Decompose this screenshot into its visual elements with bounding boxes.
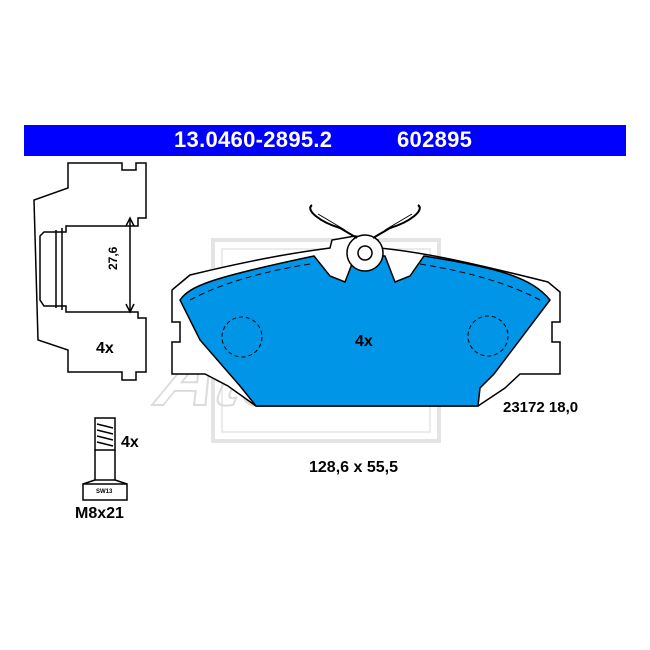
dimension-arrow-top: [125, 216, 135, 227]
spring-wire-right: [372, 204, 421, 239]
clip-quantity-label: 4x: [96, 340, 114, 357]
bolt-quantity-label: 4x: [121, 434, 139, 451]
bolt-size-label: M8x21: [75, 505, 124, 522]
mounting-hole-right: [467, 315, 509, 357]
pad-code-label: 23172 18,0: [503, 399, 579, 416]
wear-line-right: [419, 263, 541, 301]
thread-line: [96, 429, 114, 435]
header-bar: 13.0460-2895.2 602895: [24, 125, 626, 156]
clip-outline: [33, 162, 147, 381]
thread-line: [96, 441, 114, 447]
bolt-wrench-label: SW13: [96, 489, 113, 495]
pad-quantity-label: 4x: [355, 333, 373, 350]
bolt-drawing: [82, 417, 128, 501]
bolt-head-taper-2: [114, 479, 128, 485]
spring-eyelet-hole: [357, 245, 373, 261]
bolt-head: [82, 483, 128, 501]
clip-dimension-label: 27,6: [106, 246, 120, 270]
clip-drawing: [33, 162, 147, 381]
friction-material: [179, 255, 551, 407]
mounting-hole-left: [221, 316, 263, 358]
part-number: 13.0460-2895.2: [174, 127, 333, 152]
pad-dimensions-label: 128,6 x 55,5: [309, 459, 398, 476]
spring-wire-left: [309, 204, 358, 239]
dimension-arrow-bottom: [125, 303, 135, 314]
reference-number: 602895: [397, 127, 473, 152]
bolt-thread: [94, 417, 116, 451]
spring-wire-inner: [317, 213, 413, 231]
thread-line: [96, 435, 114, 441]
brake-pad-drawing: [171, 204, 561, 407]
bolt-head-taper: [82, 479, 96, 485]
bolt-shank: [94, 450, 116, 481]
thread-line: [96, 423, 114, 429]
wear-line-left: [189, 263, 311, 301]
